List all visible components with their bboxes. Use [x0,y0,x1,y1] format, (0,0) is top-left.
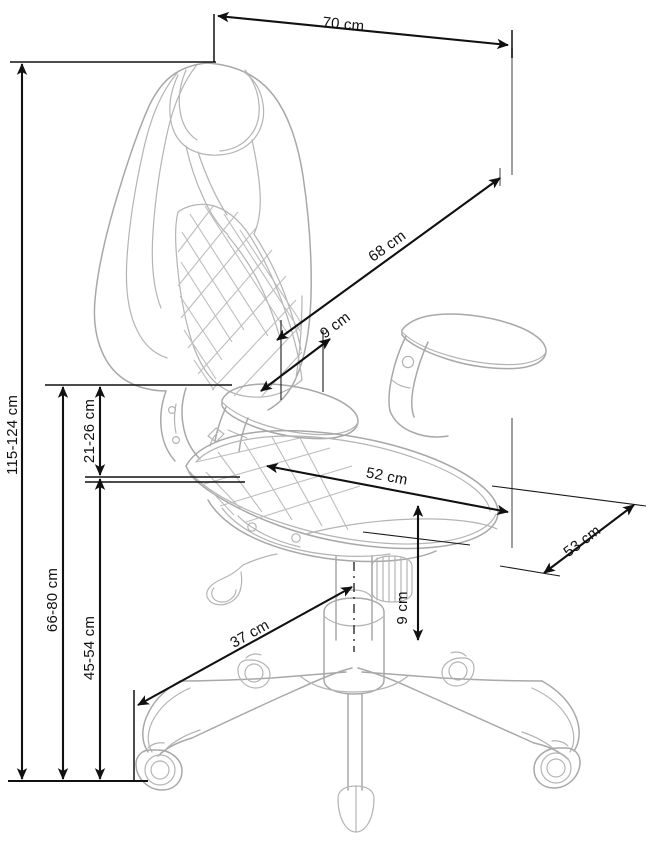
quilt-pattern [177,204,303,397]
label-37cm: 37 cm [227,616,272,651]
caster-front-left [135,742,183,791]
caster-mid-left [237,653,271,689]
reference-lines [499,48,513,548]
label-70cm: 70 cm [322,14,365,35]
dimension-seat-height: 45-54 cm [81,478,106,780]
dimension-seat-width: 53 cm [491,485,647,577]
dimension-seat-depth: 52 cm [85,462,509,516]
caster-rear-center [337,785,375,833]
dimension-total-height: 115-124 cm [4,61,216,780]
caster-front-right [533,740,581,789]
dimension-armrest-top-height: 66-80 cm [44,386,69,780]
dimension-armrest-height: 21-26 cm [45,384,240,478]
dimension-base-radius: 37 cm [133,586,353,782]
label-21-26cm: 21-26 cm [81,399,98,463]
caster-mid-right [441,651,475,687]
dimension-overall-depth-top: 70 cm [213,11,513,62]
label-53cm: 53 cm [560,522,604,561]
label-115-124cm: 115-124 cm [4,395,21,475]
chair-illustration [93,62,581,833]
dimension-gas-lift-travel: 9 cm [362,505,471,641]
label-45-54cm: 45-54 cm [81,616,98,680]
label-9cm-gaslift: 9 cm [394,591,411,624]
label-9cm-armrest: 9 cm [317,309,354,343]
label-66-80cm: 66-80 cm [44,568,61,632]
